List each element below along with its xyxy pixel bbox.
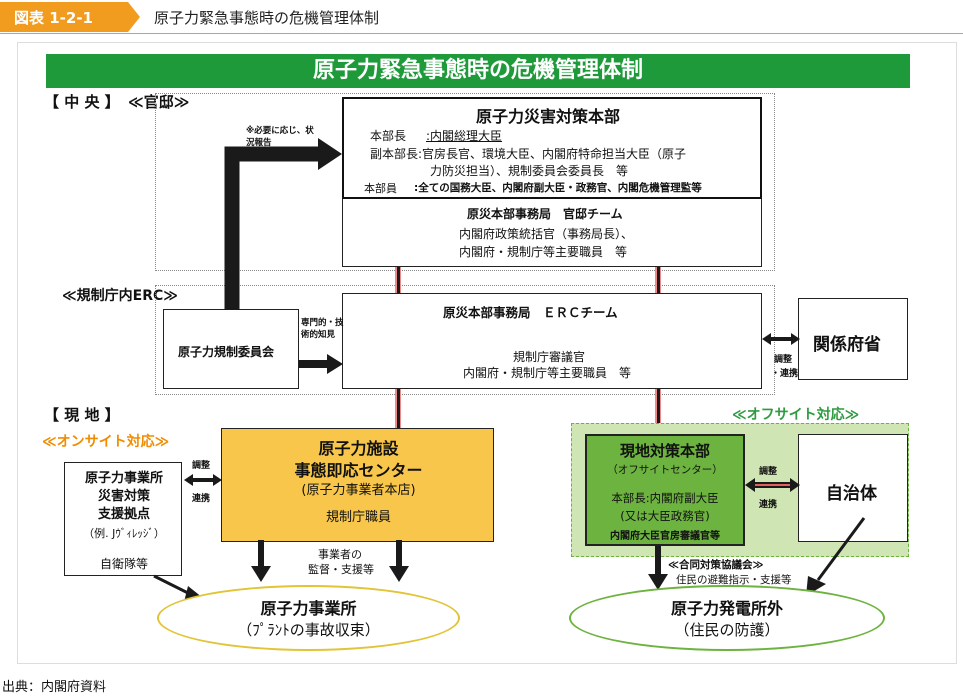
header-underline — [0, 33, 963, 34]
erc-team-box: 原災本部事務局 ＥＲＣチーム 規制庁審議官 内閣府・規制庁等主要職員 等 — [342, 293, 762, 389]
label-kantei: ≪官邸≫ — [128, 93, 190, 111]
kantei-team-line2: 内閣府・規制庁等主要職員 等 — [459, 245, 628, 259]
municipality-to-outside-arrow — [806, 517, 866, 596]
localhq-to-outside-arrow — [648, 546, 668, 590]
support-line2: 災害対策 — [97, 489, 150, 504]
local-hq-box: 現地対策本部 （オフサイトセンター） 本部長:内閣府副大臣 (又は大臣政務官) … — [585, 434, 745, 546]
plant-arrow-left — [251, 540, 271, 582]
expert-note-2: 術的知見 — [301, 330, 336, 340]
local-hq-line3: 本部長:内閣府副大臣 — [611, 491, 719, 505]
erc-team-line1: 規制庁審議官 — [513, 350, 586, 364]
coord-note-b2: 連携 — [192, 494, 211, 504]
hq-chief-value: :内閣総理大臣 — [426, 129, 503, 143]
diagram-frame — [17, 42, 957, 664]
kantei-team-box: 原災本部事務局 官邸チーム 内閣府政策統括官（事務局長）、 内閣府・規制庁等主要… — [342, 199, 762, 267]
council-label: ≪合同対策協議会≫ — [668, 559, 764, 571]
coord-note-a1: 調整 — [774, 355, 793, 365]
coord-arrow-support — [184, 474, 222, 486]
coord-note-b1: 調整 — [192, 461, 211, 471]
ert-line4: 規制庁職員 — [325, 510, 391, 525]
nuclear-disaster-hq-box: 原子力災害対策本部 本部長 :内閣総理大臣 副本部長:官房長官、環境大臣、内閣府… — [342, 97, 762, 199]
connector-left-dark-2 — [396, 389, 400, 429]
erc-team-line2: 内閣府・規制庁等主要職員 等 — [463, 366, 632, 380]
hq-member-value: :全ての国務大臣、内閣府副大臣・政務官、内閣危機管理監等 — [414, 182, 702, 194]
hq-deputy-line2: 力防災担当）、規制委員会委員長 等 — [430, 164, 629, 178]
coord-note-a2: ・連携 — [771, 369, 799, 379]
evac-label: 住民の避難指示・支援等 — [676, 574, 792, 586]
expert-note-1: 専門的・技 — [301, 318, 344, 328]
connector-right-dark-1 — [656, 267, 660, 293]
hq-title: 原子力災害対策本部 — [476, 107, 621, 126]
ert-line3: (原子力事業者本店) — [301, 483, 416, 498]
figure-header: 図表 1-2-1 原子力緊急事態時の危機管理体制 — [0, 0, 963, 34]
report-arrow — [224, 138, 342, 310]
expert-arrow — [299, 354, 343, 374]
coord-arrow-ministries — [762, 333, 800, 345]
banner-title: 原子力緊急事態時の危機管理体制 — [312, 58, 643, 83]
nra-title: 原子力規制委員会 — [178, 345, 275, 359]
support-base-box: 原子力事業所 災害対策 支援拠点 （例. Jｳﾞｨﾚｯｼﾞ） 自衛隊等 — [64, 462, 182, 576]
label-onsite: ≪オンサイト対応≫ — [42, 434, 170, 450]
support-line1: 原子力事業所 — [84, 471, 163, 486]
figure-label: 図表 1-2-1 — [14, 9, 93, 27]
local-hq-line2: （オフサイトセンター） — [607, 464, 723, 476]
ministries-box: 関係府省 — [798, 298, 908, 380]
hq-chief-label: 本部長 — [370, 129, 407, 143]
support-line4: （例. Jｳﾞｨﾚｯｼﾞ） — [83, 527, 165, 540]
support-line5: 自衛隊等 — [99, 557, 148, 571]
outside-oval: 原子力発電所外 （住民の防護） — [569, 585, 885, 651]
ert-center-box: 原子力施設 事態即応センター (原子力事業者本店) 規制庁職員 — [221, 428, 494, 542]
connector-right-dark-2 — [656, 389, 660, 425]
label-local: 【 現 地 】 — [44, 406, 120, 424]
plant-arrow-right — [389, 540, 409, 582]
kantei-area — [155, 93, 775, 271]
coord-note-c1: 調整 — [759, 467, 778, 477]
local-hq-line4: (又は大臣政務官) — [620, 509, 710, 523]
outside-line1: 原子力発電所外 — [670, 599, 783, 618]
report-note-1: ※必要に応じ、状 — [246, 126, 314, 136]
coord-note-c2: 連携 — [759, 500, 778, 510]
local-hq-line5: 内閣府大臣官房審議官等 — [610, 531, 720, 542]
erc-team-title: 原災本部事務局 ＥＲＣチーム — [443, 305, 618, 320]
kantei-team-line1: 内閣府政策統括官（事務局長）、 — [459, 227, 634, 241]
connector-left-dark-1 — [396, 267, 400, 293]
source-note: 出典：内閣府資料 — [2, 680, 107, 695]
nra-box: 原子力規制委員会 — [163, 309, 299, 389]
hq-member-label: 本部員 — [364, 182, 397, 195]
kantei-team-title: 原災本部事務局 官邸チーム — [467, 207, 623, 221]
ert-line2: 事態即応センター — [294, 461, 423, 480]
plant-line2: （ﾌﾟﾗﾝﾄの事故収束） — [237, 621, 380, 639]
outside-line2: （住民の防護） — [674, 621, 780, 639]
label-erc: ≪規制庁内ERC≫ — [62, 288, 178, 304]
label-offsite: ≪オフサイト対応≫ — [732, 407, 860, 423]
municipality-box: 自治体 — [798, 434, 908, 542]
hq-deputy-line1: 副本部長:官房長官、環境大臣、内閣府特命担当大臣（原子 — [370, 147, 687, 161]
diagram-banner: 原子力緊急事態時の危機管理体制 — [46, 54, 910, 88]
support-line3: 支援拠点 — [97, 507, 150, 522]
ministries-title: 関係府省 — [813, 335, 881, 355]
coord-arrow-municipality — [745, 478, 800, 492]
supervise-note-2: 監督・支援等 — [308, 563, 374, 576]
plant-oval: 原子力事業所 （ﾌﾟﾗﾝﾄの事故収束） — [157, 585, 460, 651]
plant-line1: 原子力事業所 — [260, 599, 357, 618]
report-note-2: 況報告 — [246, 138, 272, 148]
supervise-note-1: 事業者の — [318, 548, 362, 561]
figure-title: 原子力緊急事態時の危機管理体制 — [154, 9, 380, 27]
label-central: 【 中 央 】 — [44, 93, 120, 111]
local-hq-line1: 現地対策本部 — [619, 442, 710, 460]
municipality-title: 自治体 — [826, 484, 877, 504]
ert-line1: 原子力施設 — [318, 439, 399, 458]
figure-label-tab — [0, 2, 140, 32]
